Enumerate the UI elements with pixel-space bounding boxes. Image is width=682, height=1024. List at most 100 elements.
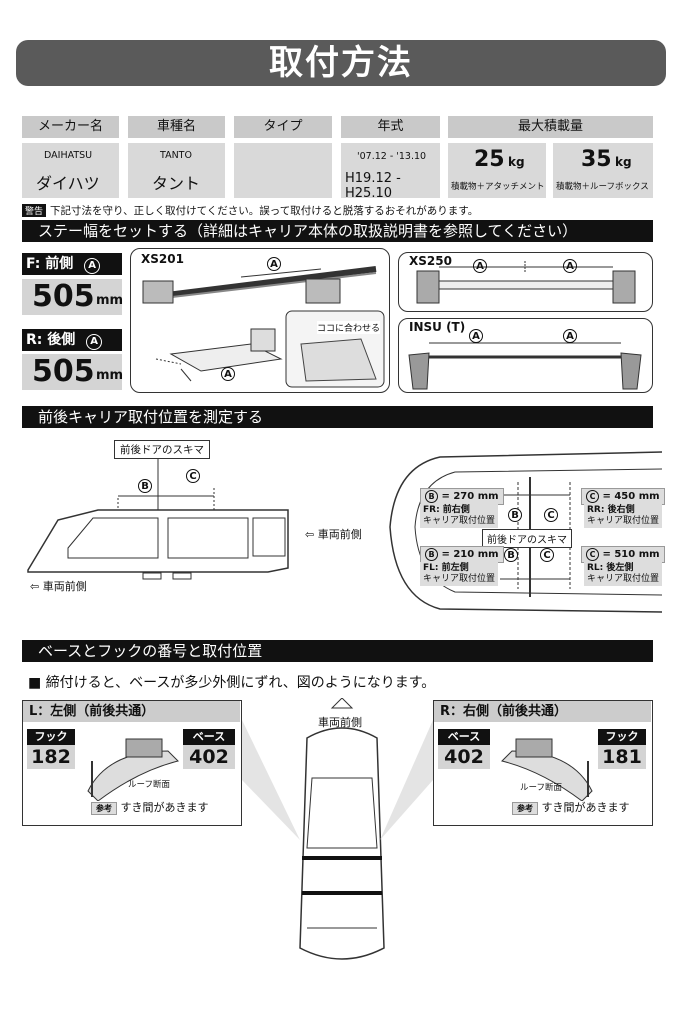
insu-symbol-a-left: A: [469, 329, 483, 343]
symbol-a-rear: A: [86, 334, 103, 350]
page-title: 取付方法: [16, 40, 666, 86]
insu-illustration: [408, 342, 642, 390]
b-front-text: = 270 mm: [441, 491, 499, 502]
rear-value: 505: [32, 354, 95, 389]
right-hook-number: 181: [598, 745, 646, 769]
xs201-symbol-a-bottom: A: [221, 367, 235, 381]
c-rear-symbol: C: [586, 548, 599, 561]
top-symbol-b-upper: B: [508, 508, 522, 522]
c-front-text: = 450 mm: [602, 491, 660, 502]
load1-cell: 25 kg 積載物＋アタッチメント: [448, 143, 546, 198]
maker-en: DAIHATSU: [44, 150, 93, 161]
left-panel-title: L：左側（前後共通）: [23, 701, 240, 722]
b-rear-text: = 210 mm: [441, 549, 499, 560]
front-value-box: 505 mm: [22, 279, 123, 315]
xs250-symbol-a-left: A: [473, 259, 487, 273]
fl-label-box: FL: 前左側キャリア取付位置: [420, 562, 499, 586]
symbol-a-front: A: [84, 258, 101, 274]
xs250-label: XS250: [409, 254, 452, 268]
left-hook-number: 182: [27, 745, 75, 769]
right-base-illustration: [501, 738, 593, 801]
model-ja: タント: [152, 174, 201, 193]
c-rear-text: = 510 mm: [602, 549, 660, 560]
left-base-number: 402: [183, 745, 235, 769]
front-label: F: 前側: [26, 256, 74, 272]
left-gap-note: すき間があきます: [120, 801, 209, 814]
load1-unit: kg: [508, 155, 525, 169]
model-cell: TANTO タント: [128, 143, 225, 198]
insu-symbol-a-right: A: [563, 329, 577, 343]
header-maker: メーカー名: [22, 116, 119, 138]
header-max-load: 最大積載量: [448, 116, 653, 138]
section3-note: ■ 締付けると、ベースが多少外側にずれ、図のようになります。: [28, 675, 436, 691]
load2-note: 積載物＋ルーフボックス: [556, 182, 649, 192]
right-ref-badge: 参考: [512, 802, 538, 815]
car-side-illustration: [27, 458, 289, 580]
insu-label: INSU (T): [409, 320, 466, 334]
xs201-panel: XS201 A A ココに合わせる: [130, 248, 390, 393]
right-hook-label: フック: [598, 729, 646, 745]
left-ref-badge: 参考: [91, 802, 117, 815]
car-top-bottom-illustration: [299, 698, 385, 960]
align-note: ココに合わせる: [317, 321, 381, 334]
rear-label: R: 後側: [26, 332, 76, 348]
rr-label-box: RR: 後右側キャリア取付位置: [584, 504, 663, 528]
right-ref-line: 参考 すき間があきます: [512, 799, 630, 815]
rl-label: RL: 後左側: [587, 563, 634, 573]
b-front-value: B = 270 mm: [420, 488, 504, 505]
rl-label-box: RL: 後左側キャリア取付位置: [584, 562, 663, 586]
xs250-illustration: [416, 261, 636, 304]
load2-cell: 35 kg 積載物＋ルーフボックス: [553, 143, 653, 198]
rr-carrier-pos: キャリア取付位置: [587, 516, 660, 526]
insu-panel: INSU (T) A A: [398, 318, 653, 393]
rl-carrier-pos: キャリア取付位置: [587, 574, 660, 584]
left-base-illustration: [87, 738, 179, 801]
front-value: 505: [32, 279, 95, 314]
rear-label-tag: R: 後側 A: [22, 329, 122, 351]
callout-lines: [242, 720, 433, 840]
fr-carrier-pos: キャリア取付位置: [423, 516, 496, 526]
maker-cell: DAIHATSU ダイハツ: [22, 143, 119, 198]
fl-carrier-pos: キャリア取付位置: [423, 574, 496, 584]
maker-ja: ダイハツ: [36, 174, 100, 193]
header-model: 車種名: [128, 116, 225, 138]
right-panel-title: R：右側（前後共通）: [434, 701, 651, 722]
xs201-label: XS201: [141, 252, 184, 266]
warning-text: 下記寸法を守り、正しく取付けてください。誤って取付けると脱落するおそれがあります…: [50, 205, 479, 217]
left-ref-line: 参考 すき間があきます: [91, 799, 209, 815]
left-base-label: ベース: [183, 729, 235, 745]
fr-label: FR: 前右側: [423, 505, 470, 515]
left-hook-label: フック: [27, 729, 75, 745]
rear-unit: mm: [96, 368, 124, 383]
top-symbol-c-upper: C: [544, 508, 558, 522]
right-roof-section: ルーフ断面: [520, 783, 562, 793]
header-type: タイプ: [234, 116, 332, 138]
c-rear-value: C = 510 mm: [581, 546, 665, 563]
c-front-symbol: C: [586, 490, 599, 503]
section2-heading: 前後キャリア取付位置を測定する: [22, 406, 653, 428]
warning-line: 警告下記寸法を守り、正しく取付けてください。誤って取付けると脱落するおそれがあり…: [22, 203, 478, 218]
right-base-number: 402: [438, 745, 490, 769]
left-roof-section: ルーフ断面: [128, 780, 170, 790]
front-arrow-side-text: 車両前側: [42, 580, 87, 593]
xs250-panel: XS250 A A: [398, 252, 653, 312]
right-gap-note: すき間があきます: [541, 801, 630, 814]
right-side-panel: R：右側（前後共通） ベース 402 フック 181 ルーフ断面 参考 すき間が…: [433, 700, 653, 826]
header-year: 年式: [341, 116, 440, 138]
right-base-label: ベース: [438, 729, 490, 745]
xs201-symbol-a-top: A: [267, 257, 281, 271]
door-gap-label-side: 前後ドアのスキマ: [114, 440, 210, 459]
top-symbol-c-lower: C: [540, 548, 554, 562]
front-arrow-top-text: 車両前側: [317, 528, 362, 541]
warning-badge: 警告: [22, 204, 47, 217]
left-side-panel: L：左側（前後共通） フック 182 ベース 402 ルーフ断面 参考 すき間が…: [22, 700, 242, 826]
front-arrow-side: ⇦ 車両前側: [30, 580, 87, 593]
year-cell: '07.12 - '13.10 H19.12 - H25.10: [341, 143, 440, 201]
b-rear-value: B = 210 mm: [420, 546, 504, 563]
rear-value-box: 505 mm: [22, 354, 124, 390]
section3-front-label: 車両前側: [318, 716, 362, 729]
b-rear-symbol: B: [425, 548, 438, 561]
load1-value: 25: [474, 147, 505, 172]
side-symbol-b: B: [138, 479, 152, 493]
model-en: TANTO: [160, 150, 192, 161]
